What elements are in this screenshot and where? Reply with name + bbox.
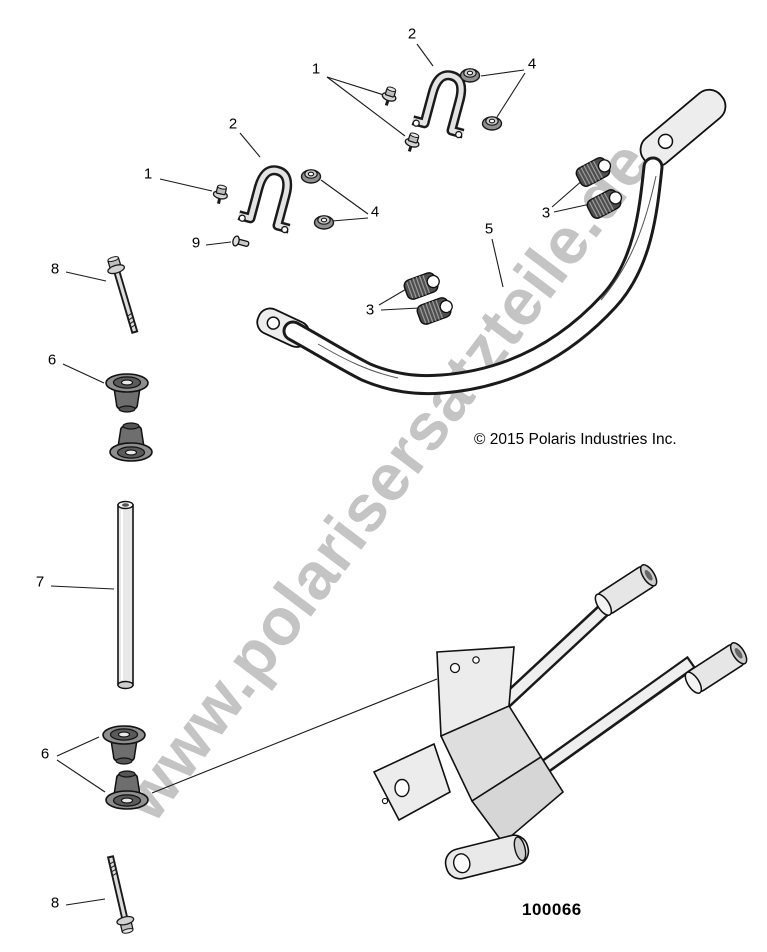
callout-2-upper: 2 <box>407 25 417 43</box>
callout-4-lower: 4 <box>370 203 380 221</box>
leader-line <box>326 76 385 96</box>
flange-screw <box>378 83 401 110</box>
watermark-text: www.polarisersatzteile.de <box>105 126 664 834</box>
link-spacer-tube <box>117 500 134 690</box>
callout-6-upper: 6 <box>47 351 57 369</box>
callout-9: 9 <box>191 234 201 252</box>
bar-clamp <box>401 269 443 302</box>
arm-side-plate <box>372 742 451 822</box>
rear-control-arm <box>372 561 751 880</box>
stabilizer-bar <box>256 88 727 396</box>
leader-line <box>480 69 525 77</box>
link-bolt-lower <box>102 854 136 935</box>
link-bushing <box>109 422 153 462</box>
leader-line <box>56 759 106 793</box>
copyright-notice: © 2015 Polaris Industries Inc. <box>474 431 677 448</box>
arm-bottom-eye <box>444 834 530 880</box>
leader-line <box>65 271 107 282</box>
leader-line <box>551 178 585 208</box>
callout-1-upper: 1 <box>311 60 321 78</box>
flange-nut <box>459 68 481 83</box>
leader-line <box>416 43 434 67</box>
callout-6-lower: 6 <box>40 745 50 763</box>
leader-line <box>56 736 100 757</box>
callout-8-upper: 8 <box>50 260 60 278</box>
leader-line <box>378 287 409 306</box>
link-bushing <box>105 373 149 413</box>
leader-line <box>380 307 420 311</box>
leader-line <box>151 678 438 794</box>
leader-line <box>491 238 504 288</box>
flange-nut <box>300 169 322 184</box>
callout-4-upper: 4 <box>527 55 537 73</box>
callout-1-lower: 1 <box>143 165 153 183</box>
leader-lines <box>50 43 596 906</box>
leader-line <box>320 179 369 215</box>
leader-line <box>496 72 526 118</box>
arm-lower-gusset <box>470 755 565 845</box>
leader-line <box>205 241 232 246</box>
leader-line <box>331 217 369 222</box>
diagram-part-number: 100066 <box>522 900 582 919</box>
mount-bracket-lower <box>238 164 303 233</box>
link-bolt-upper <box>104 255 143 336</box>
leader-line <box>50 585 115 590</box>
bar-clamp <box>414 294 456 327</box>
arm-sleeve <box>591 561 661 619</box>
leader-line <box>326 76 406 137</box>
callout-2-lower: 2 <box>228 115 238 133</box>
stabilizer-bar-right-eye <box>639 88 727 168</box>
leader-line <box>239 132 261 158</box>
callout-3-center: 3 <box>365 301 375 319</box>
retaining-pin <box>232 235 250 247</box>
flange-screw <box>401 129 424 156</box>
leader-line <box>62 363 105 384</box>
mount-bracket-upper <box>412 69 477 138</box>
flange-nut <box>481 116 503 131</box>
callout-7: 7 <box>35 573 45 591</box>
leader-line <box>159 178 213 192</box>
leader-line <box>65 898 106 906</box>
flange-nut <box>313 215 335 230</box>
callout-3-right: 3 <box>541 204 551 222</box>
flange-screw <box>210 182 231 207</box>
callout-5: 5 <box>484 220 494 238</box>
callout-8-lower: 8 <box>50 894 60 912</box>
